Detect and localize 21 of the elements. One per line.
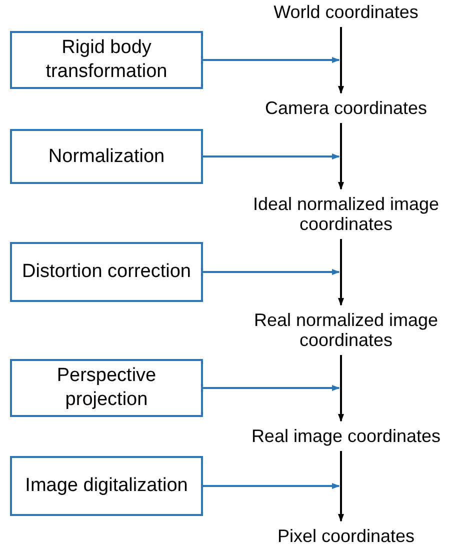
process-box: Rigid body transformation xyxy=(10,31,203,89)
arrow xyxy=(338,355,344,422)
coordinate-label: Ideal normalized image coordinates xyxy=(226,194,466,234)
coordinate-label: Real image coordinates xyxy=(226,426,466,446)
arrow xyxy=(338,239,344,306)
arrow xyxy=(203,385,340,391)
coordinate-label: Camera coordinates xyxy=(226,98,466,118)
coordinate-label: Pixel coordinates xyxy=(226,526,466,546)
process-box: Normalization xyxy=(10,129,203,184)
process-box: Distortion correction xyxy=(10,242,203,302)
arrow xyxy=(203,269,340,275)
arrow xyxy=(338,123,344,190)
coordinate-label: World coordinates xyxy=(226,2,466,22)
arrow xyxy=(203,57,340,63)
arrow xyxy=(338,451,344,522)
process-box: Perspective projection xyxy=(10,359,203,417)
coordinate-label: Real normalized image coordinates xyxy=(226,310,466,350)
process-box: Image digitalization xyxy=(10,456,203,516)
arrow xyxy=(203,483,340,489)
arrow xyxy=(203,154,340,160)
arrow xyxy=(338,27,344,94)
